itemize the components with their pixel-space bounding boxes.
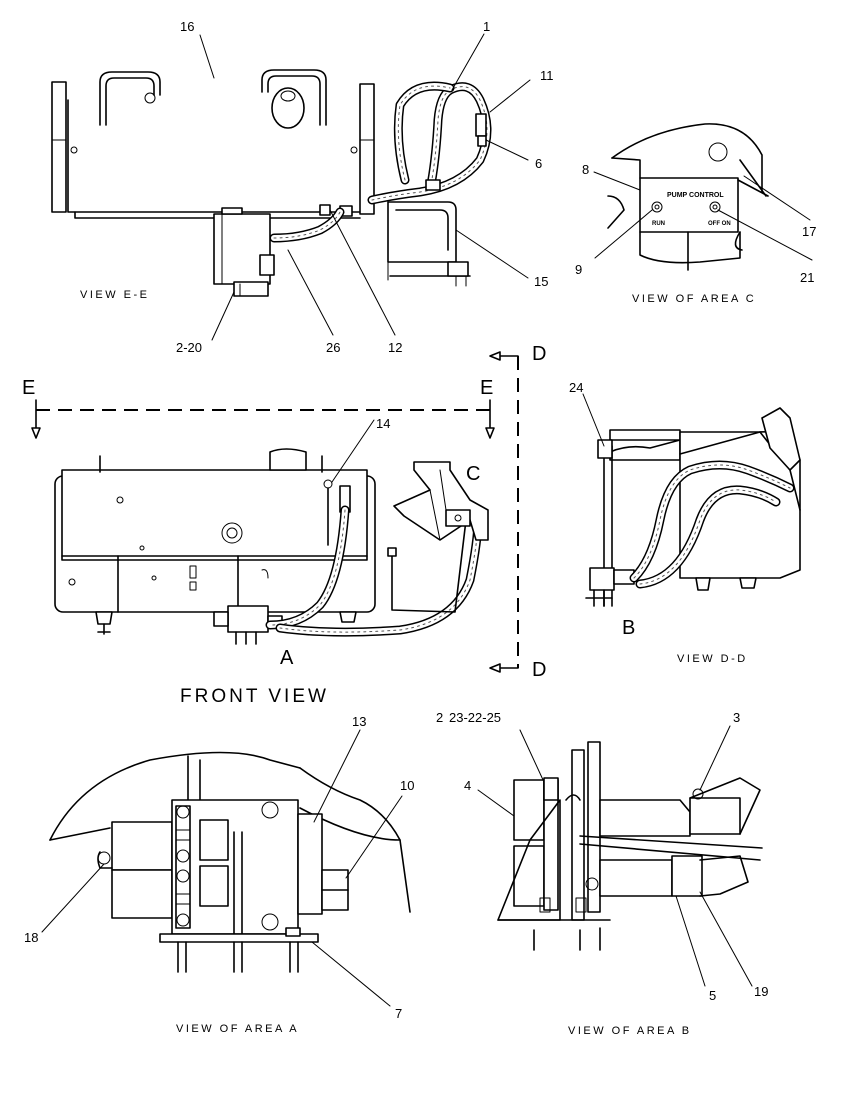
leader-3 (699, 725, 731, 791)
leader-1 (451, 33, 485, 91)
front-view-drawing (54, 419, 489, 645)
callout-10: 10 (400, 778, 414, 793)
view-area-c-drawing: PUMP CONTROL RUN OFF ON (593, 123, 813, 271)
section-letter-e-right: E (480, 377, 493, 399)
callout-17: 17 (802, 224, 816, 239)
callout-8: 8 (582, 162, 589, 177)
leader-11 (489, 79, 531, 113)
leader-26 (287, 249, 334, 336)
view-ee-drawing (51, 33, 531, 341)
section-letter-a: A (280, 647, 294, 669)
leader-17 (743, 175, 811, 221)
caption-front-view: FRONT VIEW (180, 686, 329, 707)
section-letter-c: C (466, 463, 480, 485)
leader-9 (594, 209, 653, 259)
callout-1: 1 (483, 19, 490, 34)
callout-6: 6 (535, 156, 542, 171)
leader-2-20 (211, 291, 235, 341)
callout-26: 26 (326, 340, 340, 355)
section-letter-e-left: E (22, 377, 35, 399)
section-letter-d-bottom: D (532, 659, 546, 681)
view-area-b-drawing (477, 725, 763, 987)
leader-12 (329, 209, 396, 336)
callout-2-20: 2-20 (176, 340, 202, 355)
callout-15: 15 (534, 274, 548, 289)
section-letter-b: B (622, 617, 635, 639)
leader-14 (331, 419, 375, 483)
callout-21: 21 (800, 270, 814, 285)
view-area-a-drawing (41, 729, 411, 1007)
callout-19: 19 (754, 984, 768, 999)
callout-13: 13 (352, 714, 366, 729)
leader-15 (455, 229, 529, 279)
callout-3: 3 (733, 710, 740, 725)
callout-18: 18 (24, 930, 38, 945)
callout-24: 24 (569, 380, 583, 395)
callout-4: 4 (464, 778, 471, 793)
view-dd-drawing (582, 393, 801, 607)
leader-7 (311, 941, 391, 1007)
callout-16: 16 (180, 19, 194, 34)
callout-5: 5 (709, 988, 716, 1003)
leader-8 (593, 171, 641, 191)
leader-5 (675, 895, 706, 987)
leader-10 (345, 795, 403, 879)
callout-12: 12 (388, 340, 402, 355)
leader-24 (582, 393, 605, 447)
callout-7: 7 (395, 1006, 402, 1021)
caption-view-area-b: VIEW OF AREA B (568, 1025, 692, 1037)
section-letter-d-top: D (532, 343, 546, 365)
caption-view-area-a: VIEW OF AREA A (176, 1023, 299, 1035)
leader-18 (41, 863, 105, 933)
callout-11: 11 (540, 68, 554, 83)
leader-16 (199, 34, 215, 79)
leader-13 (313, 729, 361, 823)
leader-4 (477, 789, 515, 817)
caption-view-dd: VIEW D-D (677, 653, 748, 665)
leader-21 (717, 209, 813, 261)
caption-view-area-c: VIEW OF AREA C (632, 293, 756, 305)
labels: 16 1 11 6 15 12 26 2-20 VIEW E-E 8 9 17 … (22, 19, 816, 1037)
leader-6 (485, 139, 529, 161)
panel-switch-run-label: RUN (652, 221, 665, 227)
callout-23-22-25: 23-22-25 (449, 710, 501, 725)
panel-title: PUMP CONTROL (667, 192, 724, 199)
panel-switch-offon-label: OFF ON (708, 221, 731, 227)
callout-9: 9 (575, 262, 582, 277)
leader-19 (699, 891, 753, 987)
caption-view-ee: VIEW E-E (80, 289, 150, 301)
callout-14: 14 (376, 416, 390, 431)
callout-2: 2 (436, 710, 443, 725)
section-lines (31, 351, 519, 673)
leader-23-22-25 (519, 729, 545, 783)
